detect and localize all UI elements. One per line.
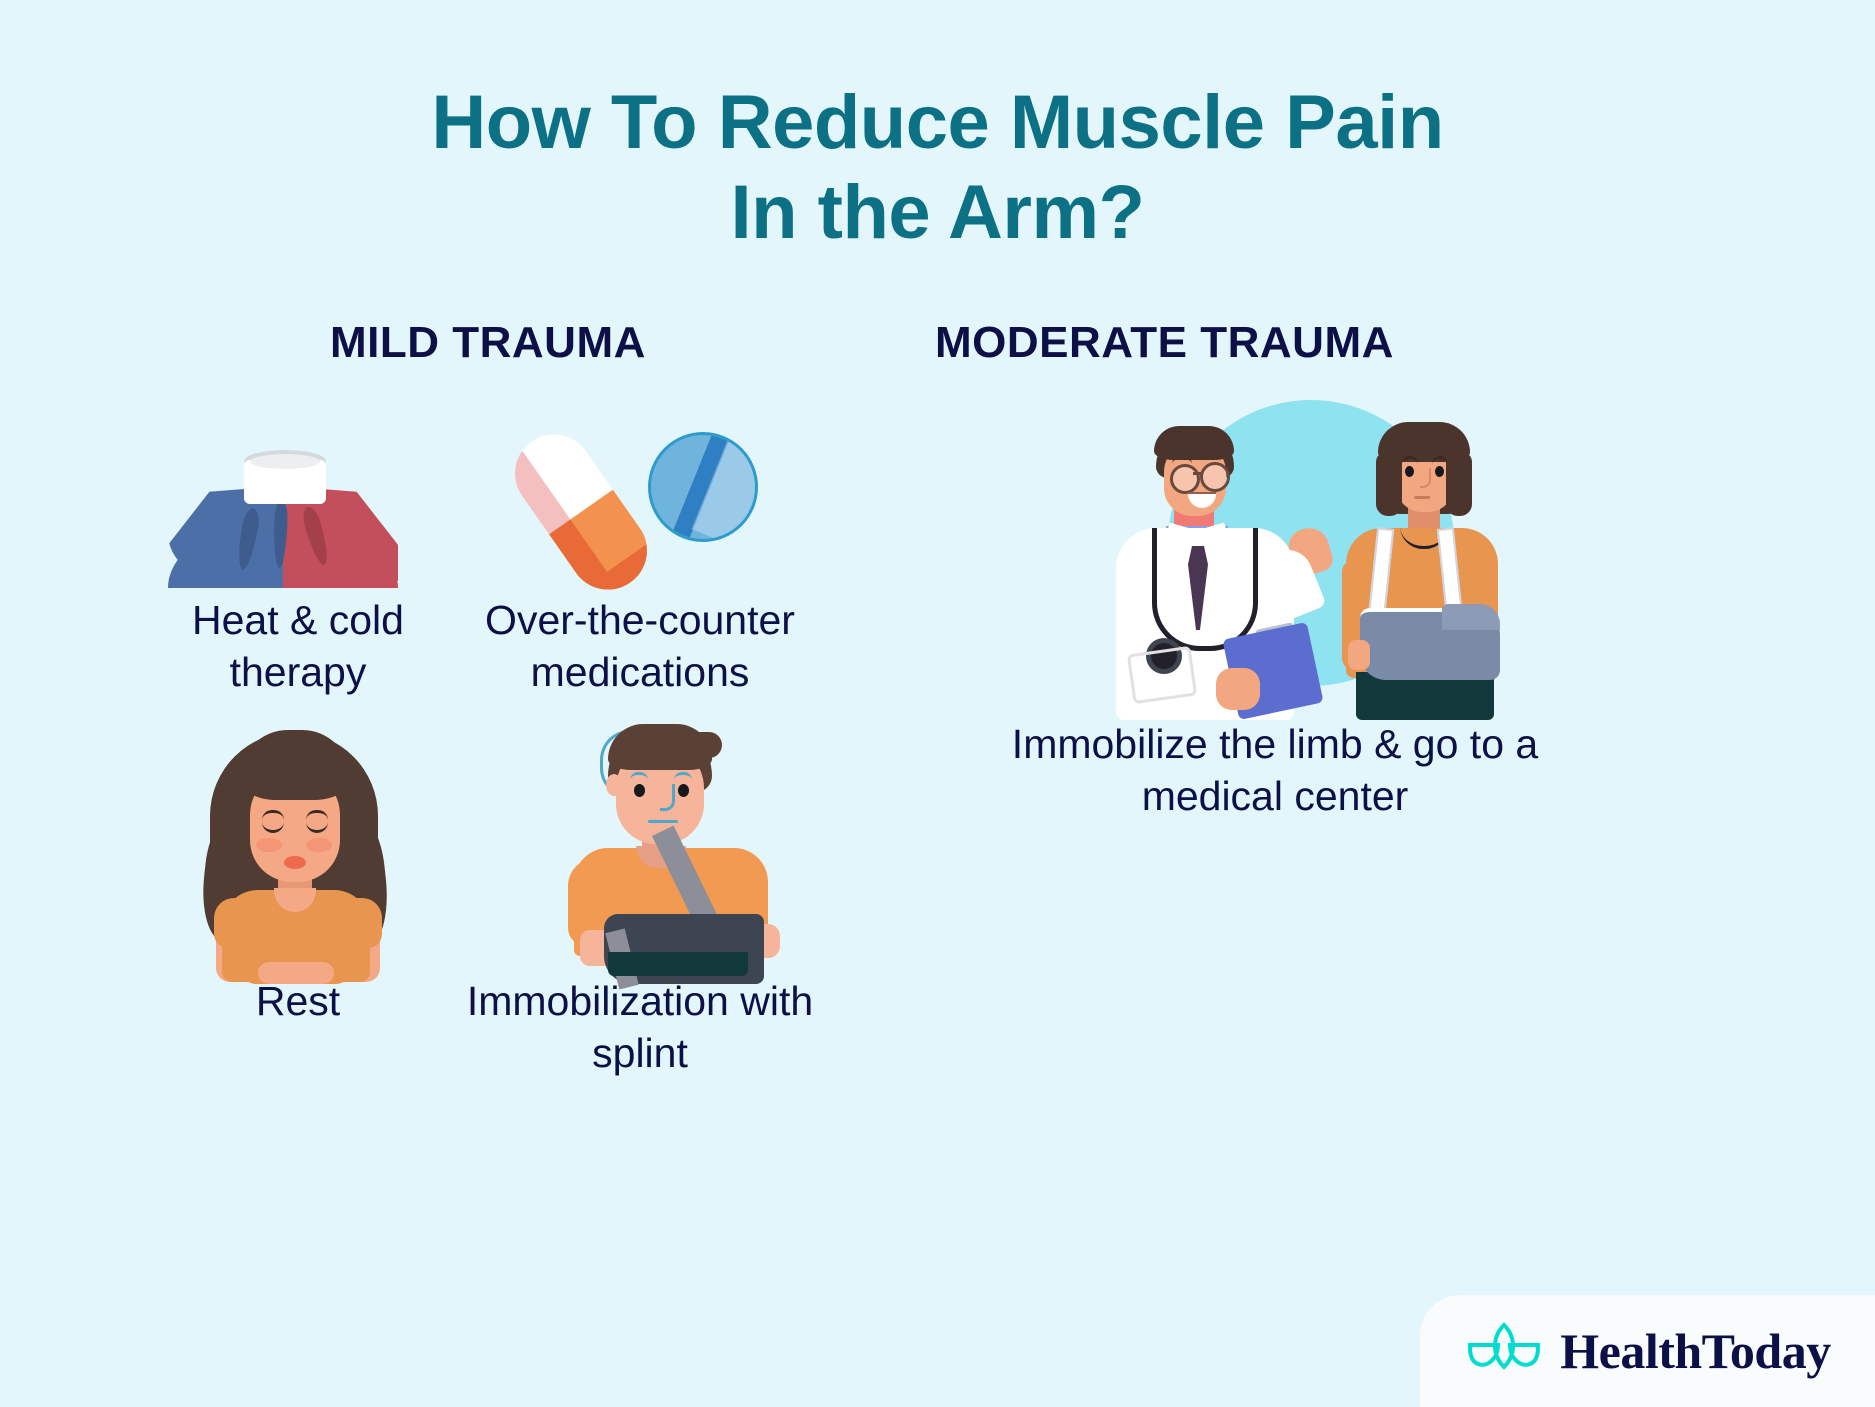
woman-eyebrow-left bbox=[262, 810, 284, 820]
stethoscope-tubing-icon bbox=[1152, 528, 1258, 651]
patient-pants bbox=[1356, 672, 1494, 720]
doctor-and-patient-with-sling-icon bbox=[1060, 400, 1580, 721]
caption-heat-cold-therapy: Heat & cold therapy bbox=[192, 597, 404, 696]
woman-mouth bbox=[284, 856, 306, 869]
caption-immobilize-limb-medical-center: Immobilize the limb & go to a medical ce… bbox=[1011, 721, 1539, 820]
caption-immobilization-with-splint: Immobilization with splint bbox=[466, 978, 814, 1077]
doctor-glasses-bridge bbox=[1193, 472, 1202, 475]
patient-eye-left bbox=[1405, 466, 1414, 477]
boy-nose bbox=[660, 784, 675, 811]
round-tablet bbox=[648, 432, 758, 542]
capsule-pill bbox=[499, 419, 663, 605]
patient-sweater-collar bbox=[1400, 526, 1448, 549]
woman-hair-front bbox=[240, 730, 350, 800]
caption-over-the-counter-medications: Over-the-counter medications bbox=[485, 597, 795, 696]
patient-eyebrow-left bbox=[1402, 456, 1418, 464]
section-heading-moderate-trauma: MODERATE TRAUMA bbox=[935, 318, 1394, 367]
page-title-line-1: How To Reduce Muscle Pain bbox=[431, 80, 1444, 165]
patient-sling-fold bbox=[1442, 604, 1500, 630]
woman-blush-right bbox=[306, 838, 332, 852]
section-heading-mild-trauma: MILD TRAUMA bbox=[330, 318, 646, 367]
boy-hair-front bbox=[608, 724, 712, 770]
doctor-glasses-left-lens bbox=[1170, 464, 1200, 494]
page-title: How To Reduce Muscle Pain In the Arm? bbox=[0, 78, 1875, 257]
boy-mouth bbox=[648, 820, 678, 823]
doctor-eyebrow-left bbox=[1172, 456, 1192, 464]
patient-eye-right bbox=[1435, 466, 1444, 477]
woman-sleeve-left bbox=[214, 898, 258, 948]
doctor-coat-pocket bbox=[1126, 645, 1198, 705]
patient-hair-left bbox=[1376, 452, 1402, 516]
boy-ear bbox=[606, 774, 622, 796]
ice-heat-pack-icon bbox=[168, 428, 408, 588]
lotus-leaf-icon bbox=[1464, 1321, 1544, 1382]
woman-sleeve-right bbox=[338, 898, 382, 948]
pill-capsule-tablet-icon bbox=[499, 418, 820, 605]
patient-mouth bbox=[1414, 496, 1430, 499]
boy-eyebrow-right bbox=[674, 772, 692, 780]
patient-hand bbox=[1348, 640, 1370, 670]
pack-cap-opening bbox=[250, 454, 320, 469]
boy-pants bbox=[608, 952, 748, 976]
doctor-smile bbox=[1188, 492, 1216, 508]
patient-hair-right bbox=[1446, 452, 1472, 516]
patient-nose bbox=[1420, 468, 1431, 488]
doctor-eyebrow-right bbox=[1201, 453, 1221, 461]
brand-logo-panel[interactable]: HealthToday bbox=[1420, 1295, 1875, 1407]
boy-eye-left bbox=[634, 784, 645, 797]
doctor-hand-holding-clipboard bbox=[1216, 668, 1260, 710]
resting-woman-icon bbox=[188, 722, 408, 984]
woman-blush-left bbox=[256, 838, 282, 852]
brand-logo-text: HealthToday bbox=[1560, 1323, 1831, 1379]
caption-rest: Rest bbox=[255, 978, 341, 1024]
pack-body bbox=[168, 486, 398, 581]
woman-eye-left-closed bbox=[262, 822, 284, 833]
woman-eyebrow-right bbox=[306, 810, 328, 820]
doctor-hair-front bbox=[1154, 426, 1234, 460]
woman-folded-hands bbox=[258, 962, 334, 984]
page-title-line-2: In the Arm? bbox=[730, 169, 1145, 255]
stethoscope-chestpiece-icon bbox=[1146, 638, 1182, 674]
patient-eyebrow-right bbox=[1432, 456, 1448, 464]
woman-eye-right-closed bbox=[306, 822, 328, 833]
boy-with-arm-splint-icon bbox=[556, 718, 786, 990]
boy-eye-right bbox=[678, 784, 689, 797]
doctor-glasses-right-lens bbox=[1200, 462, 1230, 492]
boy-eyebrow-left bbox=[630, 772, 648, 780]
